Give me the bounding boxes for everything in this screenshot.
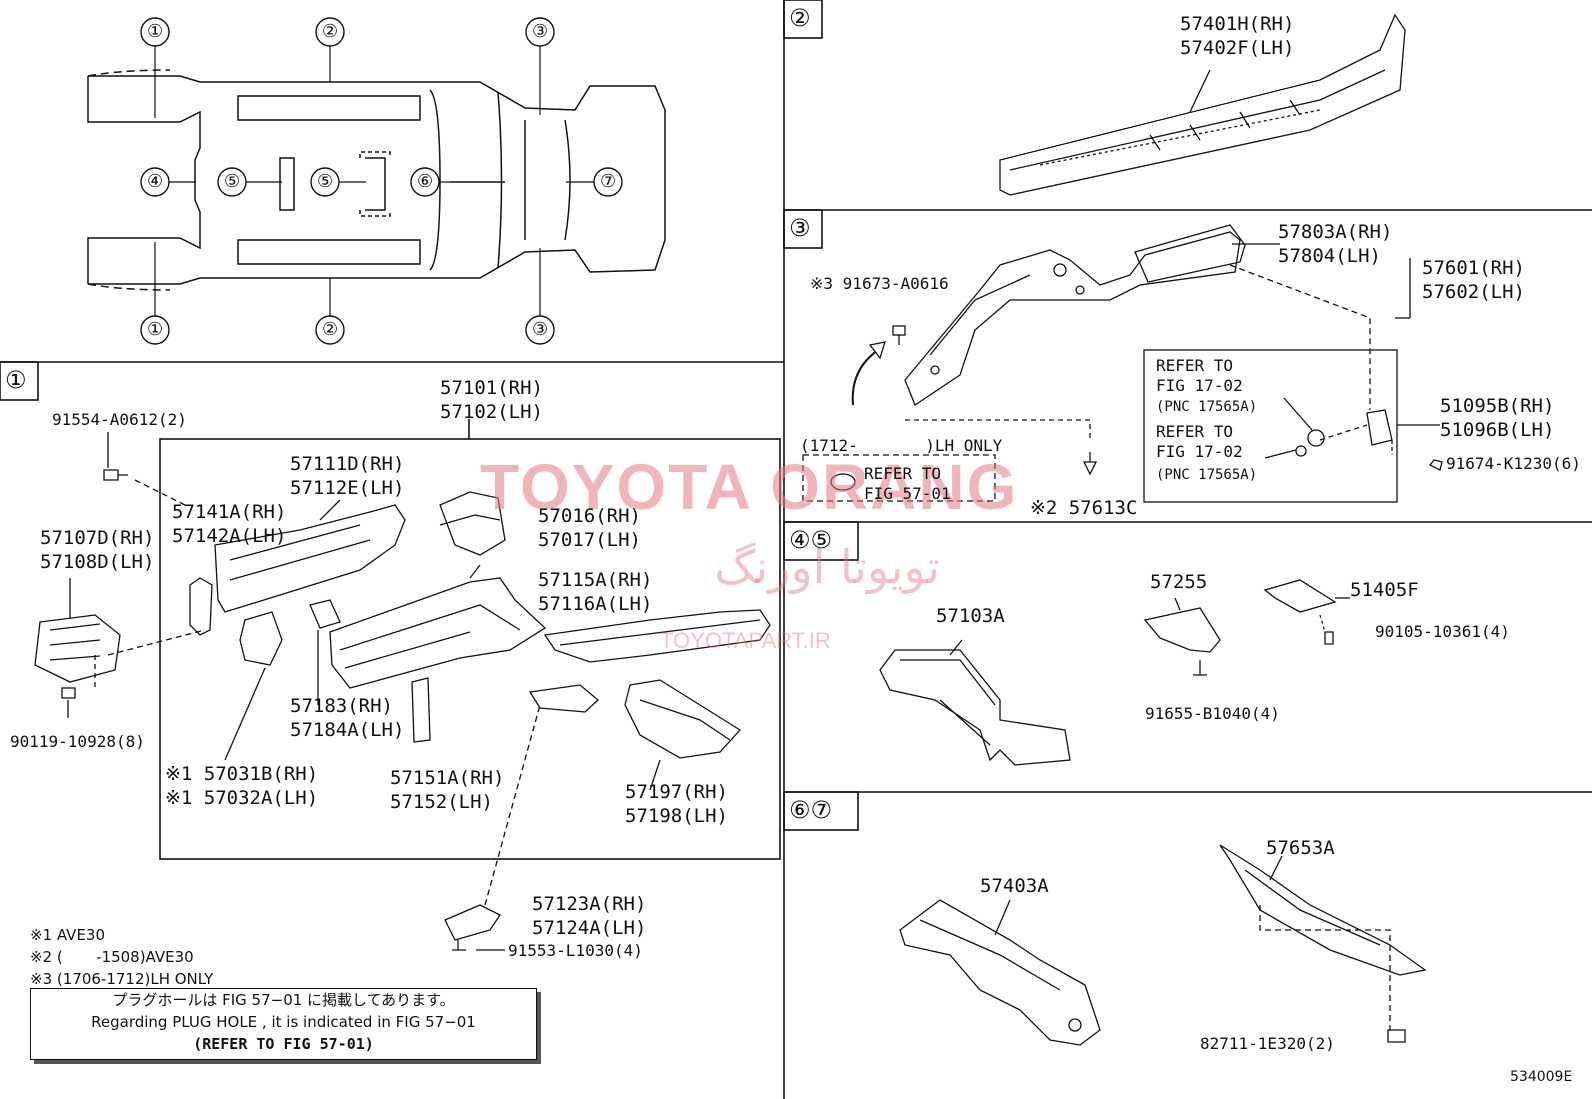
rocker-panel-drawing <box>999 13 1406 196</box>
front-side-member-drawing <box>34 432 771 951</box>
part-91553[interactable]: 91553-L1030(4) <box>508 941 643 960</box>
overview-callout-5b[interactable]: ⑤ <box>317 171 334 192</box>
part-91554[interactable]: 91554-A0612(2) <box>52 410 187 429</box>
part-57183[interactable]: 57183(RH) 57184A(LH) <box>290 695 405 741</box>
part-57115[interactable]: 57115A(RH) 57116A(LH) <box>538 569 653 615</box>
overview-callout-2-bottom[interactable]: ② <box>322 319 339 340</box>
part-91673[interactable]: ※3 91673-A0616 <box>810 274 949 293</box>
watermark-url: TOYOTAPART.IR <box>660 628 831 653</box>
section-tab-4-5[interactable]: ④⑤ <box>789 526 833 554</box>
main-assembly-frame <box>159 438 781 860</box>
part-57111[interactable]: 57111D(RH) 57112E(LH) <box>290 453 405 499</box>
part-90119[interactable]: 90119-10928(8) <box>10 732 145 751</box>
overview-callout-1-top[interactable]: ① <box>147 21 164 42</box>
plug-note-en: Regarding PLUG HOLE , it is indicated in… <box>91 1013 476 1031</box>
part-51405[interactable]: 51405F <box>1350 579 1419 601</box>
figure-id: 534009E <box>1510 1069 1573 1085</box>
section-tab-1[interactable]: ① <box>5 366 27 394</box>
overview-callout-3-bottom[interactable]: ③ <box>532 319 549 340</box>
footnote-1: ※1 AVE30 <box>30 926 106 944</box>
part-57123[interactable]: 57123A(RH) 57124A(LH) <box>532 893 647 939</box>
part-51095[interactable]: 51095B(RH) 51096B(LH) <box>1440 395 1555 441</box>
overview-callout-2-top[interactable]: ② <box>322 21 339 42</box>
underbody-overview <box>87 69 666 291</box>
section-tab-2[interactable]: ② <box>789 4 811 32</box>
part-57401[interactable]: 57401H(RH) 57402F(LH) <box>1180 13 1295 59</box>
lh-only-label: (1712- )LH ONLY <box>800 436 1003 455</box>
section-tab-3[interactable]: ③ <box>789 214 811 242</box>
part-91655[interactable]: 91655-B1040(4) <box>1145 704 1280 723</box>
part-57601[interactable]: 57601(RH) 57602(LH) <box>1422 257 1525 303</box>
footnote-2: ※2 ( -1508)AVE30 <box>30 948 194 966</box>
part-57197[interactable]: 57197(RH) 57198(LH) <box>625 781 728 827</box>
overview-callout-5a[interactable]: ⑤ <box>224 171 241 192</box>
part-91674[interactable]: 91674-K1230(6) <box>1446 454 1581 473</box>
watermark-text: TOYOTA ORANG <box>480 451 1019 523</box>
plug-hole-note: プラグホールは FIG 57−01 に掲載してあります。 Regarding P… <box>30 988 537 1060</box>
plug-note-ref[interactable]: (REFER TO FIG 57-01) <box>193 1035 374 1053</box>
overview-callout-4[interactable]: ④ <box>147 171 164 192</box>
part-57803[interactable]: 57803A(RH) 57804(LH) <box>1278 221 1393 267</box>
watermark-persian: تویوتا اورنگ <box>714 540 940 594</box>
refer-fig-17-02-b[interactable]: REFER TO FIG 17-02 <box>1156 422 1243 461</box>
rear-crossmember-drawing <box>899 844 1427 1046</box>
section-tab-6-7[interactable]: ⑥⑦ <box>789 796 833 824</box>
refer-fig-17-02-a[interactable]: REFER TO FIG 17-02 <box>1156 356 1243 395</box>
overview-callout-3-top[interactable]: ③ <box>532 21 549 42</box>
overview-callout-6[interactable]: ⑥ <box>417 171 434 192</box>
overview-callout-1-bottom[interactable]: ① <box>147 319 164 340</box>
part-57031[interactable]: ※1 57031B(RH) ※1 57032A(LH) <box>165 763 319 809</box>
plug-note-jp: プラグホールは FIG 57−01 に掲載してあります。 <box>112 991 455 1009</box>
part-57403[interactable]: 57403A <box>980 875 1049 897</box>
part-57101[interactable]: 57101(RH) 57102(LH) <box>440 377 543 423</box>
part-57255[interactable]: 57255 <box>1150 571 1208 593</box>
part-57151[interactable]: 57151A(RH) 57152(LH) <box>390 767 505 813</box>
part-57141[interactable]: 57141A(RH) 57142A(LH) <box>172 501 287 547</box>
part-57016[interactable]: 57016(RH) 57017(LH) <box>538 505 641 551</box>
part-90105[interactable]: 90105-10361(4) <box>1375 622 1510 641</box>
part-82711[interactable]: 82711-1E320(2) <box>1200 1034 1335 1053</box>
part-57613[interactable]: ※2 57613C <box>1030 497 1138 519</box>
part-57107[interactable]: 57107D(RH) 57108D(LH) <box>40 527 155 573</box>
floor-crossmember-drawing <box>879 579 1350 766</box>
footnote-3: ※3 (1706-1712)LH ONLY <box>30 970 214 988</box>
part-57103[interactable]: 57103A <box>936 605 1005 627</box>
refer-fig-57-01[interactable]: REFER TO FIG 57-01 <box>864 464 951 503</box>
overview-callout-7[interactable]: ⑦ <box>600 171 617 192</box>
part-57653[interactable]: 57653A <box>1266 837 1335 859</box>
refer-pnc-a: (PNC 17565A) <box>1156 399 1258 415</box>
refer-pnc-b: (PNC 17565A) <box>1156 467 1258 483</box>
rear-floor-member-drawing <box>904 224 1371 440</box>
